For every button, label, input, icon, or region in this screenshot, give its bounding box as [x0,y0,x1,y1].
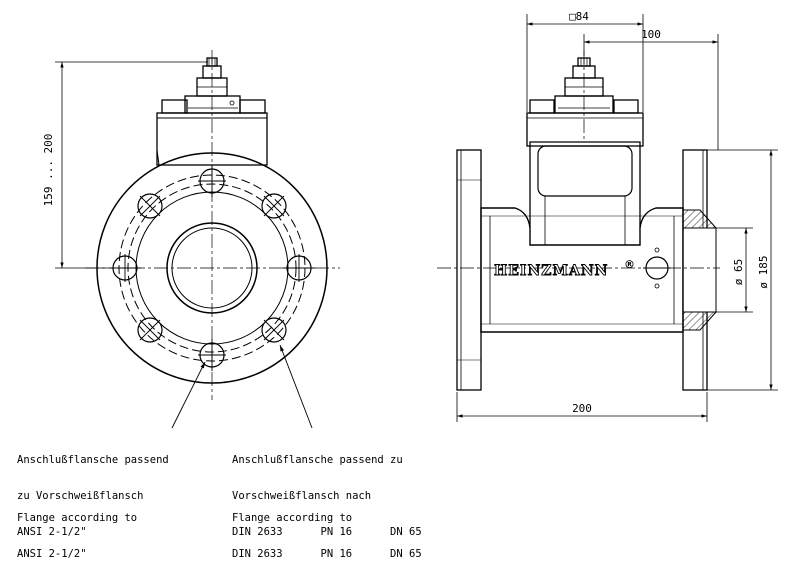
bolt-hole [261,317,287,343]
note-line: Flange according to [17,512,138,524]
dim-length: 200 [572,402,592,415]
note-line: DIN 2633 PN 16 DN 65 [232,548,422,560]
note-line: Vorschweißflansch nach [232,490,372,502]
bolt-hole [137,193,163,219]
dim-flange-dia: ø 185 [757,255,770,288]
end-view [55,50,340,429]
dim-height-range: 159 ... 200 [42,134,55,207]
brand-name: HEINZMANN [494,263,608,279]
dim-bore-dia: ø 65 [732,259,745,286]
dim-offset: 100 [641,28,661,41]
dim-square: □84 [569,10,589,23]
note-line: Anschlußflansche passend [17,454,169,466]
side-view [437,14,778,422]
note-left-en: Flange according to ANSI 2-1/2" [17,488,137,572]
technical-drawing: 159 ... 200 [42,10,778,429]
note-line: Anschlußflansche passend zu [232,454,403,466]
bolt-hole [137,317,163,343]
note-line: zu Vorschweißflansch [17,490,144,502]
brand-registered: ® [624,258,635,271]
note-line: ANSI 2-1/2" [17,548,87,560]
note-line: Flange according to [232,512,353,524]
note-right-en: Flange according to DIN 2633 PN 16 DN 65 [232,488,422,572]
bolt-hole [261,193,287,219]
